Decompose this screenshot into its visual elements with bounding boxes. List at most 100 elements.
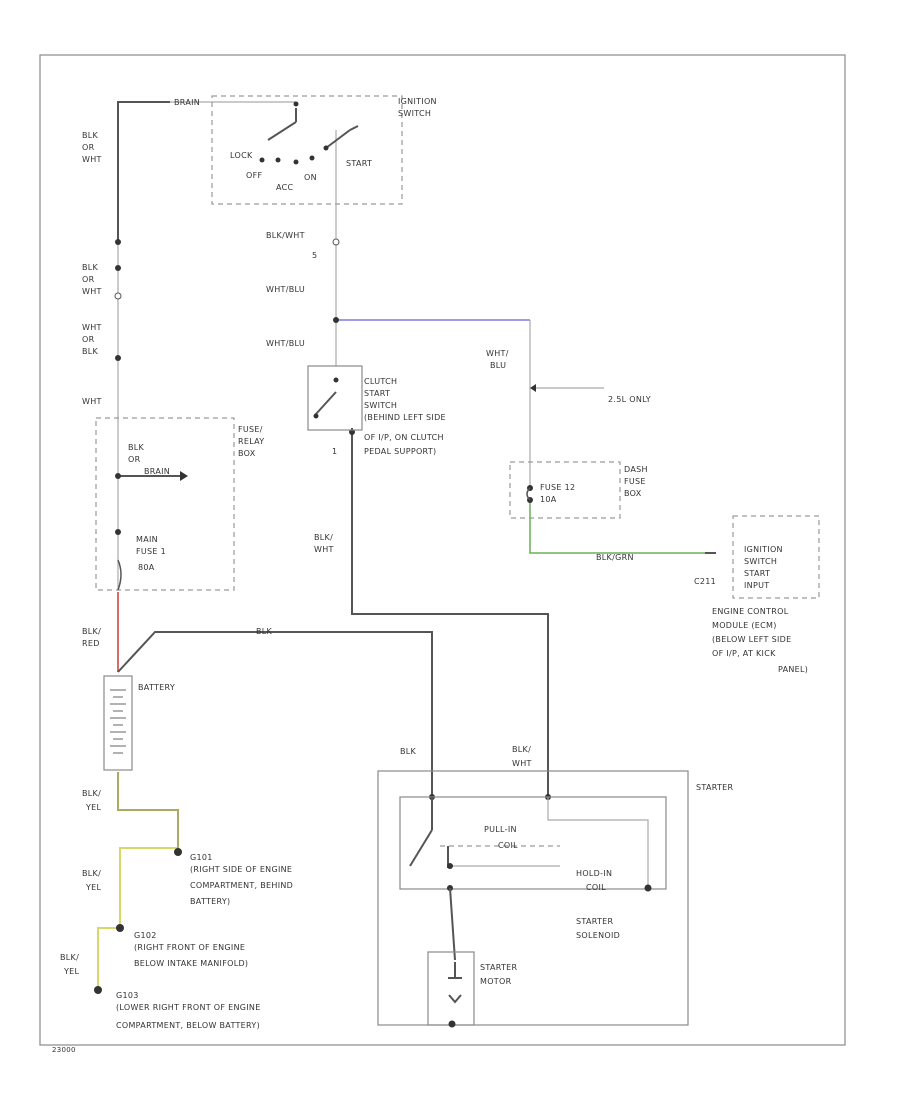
ignition-switch-blade <box>267 121 297 141</box>
wire-label-blk-yel-1b: YEL <box>85 803 102 812</box>
pos-acc: ACC <box>276 183 294 192</box>
battery-label: BATTERY <box>138 683 175 692</box>
clutch-label-5: OF I/P, ON CLUTCH <box>364 433 444 442</box>
wire-label-wht-or-blk-a: WHT <box>82 323 102 332</box>
main-fuse-label-3: 80A <box>138 563 155 572</box>
wire-label-blk-grn: BLK/GRN <box>596 553 634 562</box>
wire-label-blk-wht-top: BLK/WHT <box>266 231 305 240</box>
ground-g101-desc-3: BATTERY) <box>190 897 230 906</box>
fuse-relay-label-2: RELAY <box>238 437 265 446</box>
ignition-label-2: SWITCH <box>398 109 431 118</box>
hold-in-coil-label-1: HOLD-IN <box>576 869 612 878</box>
ecm-label-3: START <box>744 569 770 578</box>
wire-label-blk-or-brain-a: BLK <box>128 443 145 452</box>
fuse-relay-box <box>95 417 235 591</box>
ecm-location-5: PANEL) <box>778 665 808 674</box>
wire-label-blk-wht-left-b: WHT <box>314 545 334 554</box>
starter-solenoid-label-2: SOLENOID <box>576 931 620 940</box>
battery-cells <box>110 689 126 754</box>
wire-label-blk-yel-3b: YEL <box>63 967 80 976</box>
wire-blk-yel-2 <box>119 847 178 928</box>
ground-g101-desc-1: (RIGHT SIDE OF ENGINE <box>190 865 292 874</box>
wire-label-blk-or-wht-1a: BLK <box>82 131 99 140</box>
wire-label-wht-blu-2: WHT/BLU <box>266 339 305 348</box>
ground-g102-desc-1: (RIGHT FRONT OF ENGINE <box>134 943 245 952</box>
clutch-label-6: PEDAL SUPPORT) <box>364 447 436 456</box>
wire-to-motor <box>449 887 456 961</box>
wire-label-blk-red-a: BLK/ <box>82 627 101 636</box>
fuse-relay-label-1: FUSE/ <box>238 425 263 434</box>
wire-label-wht-or-blk-c: BLK <box>82 347 99 356</box>
start-blade <box>325 129 351 149</box>
wire-label-blk-red-b: RED <box>82 639 100 648</box>
wire-label-blk-or-brain-b: OR <box>128 455 141 464</box>
dash-fuse-label-2: FUSE <box>624 477 646 486</box>
ecm-box <box>732 515 820 599</box>
wire-label-blk-or-brain-c: BRAIN <box>144 467 170 476</box>
wire-label-wht-blu-3a: WHT/ <box>486 349 509 358</box>
wire-label-blk-or-wht-2a: BLK <box>82 263 99 272</box>
wire-label-blk-wht-starter-b: WHT <box>512 759 532 768</box>
arrow-left-icon <box>530 384 536 392</box>
ecm-location-4: OF I/P, AT KICK <box>712 649 776 658</box>
ground-g101-id: G101 <box>190 853 213 862</box>
main-fuse-label-1: MAIN <box>136 535 158 544</box>
connector-c211: C211 <box>694 577 716 586</box>
pos-off: OFF <box>246 171 262 180</box>
ignition-switch-box <box>211 95 403 205</box>
wire-label-blk-yel-2a: BLK/ <box>82 869 101 878</box>
footer-id: 23000 <box>52 1046 76 1054</box>
main-fuse-label-2: FUSE 1 <box>136 547 166 556</box>
clutch-start-switch-box <box>307 365 363 431</box>
ground-g101-desc-2: COMPARTMENT, BEHIND <box>190 881 293 890</box>
ecm-location-2: MODULE (ECM) <box>712 621 777 630</box>
ground-g102-desc-2: BELOW INTAKE MANIFOLD) <box>134 959 248 968</box>
starter-solenoid-box <box>399 796 667 890</box>
ground-g103-id: G103 <box>116 991 139 1000</box>
starter-box <box>377 770 689 1026</box>
wire-label-blk-top: BLK <box>256 627 273 636</box>
ecm-location-1: ENGINE CONTROL <box>712 607 789 616</box>
wire-label-blk-or-wht-1c: WHT <box>82 155 102 164</box>
wire-blk-wht-clutch-out <box>351 428 549 797</box>
starter-solenoid-label-1: STARTER <box>576 917 614 926</box>
wire-label-blk-or-wht-2c: WHT <box>82 287 102 296</box>
starter-motor-box <box>427 951 475 1026</box>
wire-blk-grn <box>529 500 705 554</box>
clutch-label-2: START <box>364 389 390 398</box>
off-contact <box>275 157 281 163</box>
clutch-label-4: (BEHIND LEFT SIDE <box>364 413 446 422</box>
wire-label-blk-or-wht-2b: OR <box>82 275 95 284</box>
pull-in-coil-label-1: PULL-IN <box>484 825 517 834</box>
dash-fuse-box <box>509 461 621 519</box>
clutch-switch-blade <box>315 391 337 415</box>
on-contact <box>309 155 315 161</box>
wire-battery-blk <box>117 631 433 797</box>
fuse-12-rating: 10A <box>540 495 557 504</box>
clutch-label-3: SWITCH <box>364 401 397 410</box>
ecm-label-1: IGNITION <box>744 545 783 554</box>
main-fuse-1 <box>117 559 122 591</box>
pull-in-coil-wire <box>547 797 649 888</box>
pin-label-1: 1 <box>332 447 337 456</box>
note-2-5l-only: 2.5L ONLY <box>608 395 651 404</box>
connector-pin <box>332 238 340 246</box>
ground-g102-id: G102 <box>134 931 157 940</box>
ground-g103 <box>94 986 102 994</box>
wire-label-blk-wht-starter-a: BLK/ <box>512 745 531 754</box>
wire-label-wht-blu-1: WHT/BLU <box>266 285 305 294</box>
starter-motor-label-2: MOTOR <box>480 977 512 986</box>
ignition-label-1: IGNITION <box>398 97 437 106</box>
ecm-label-4: INPUT <box>744 581 769 590</box>
wire-label-blk-starter: BLK <box>400 747 417 756</box>
diagram-frame <box>39 54 846 1046</box>
ecm-location-3: (BELOW LEFT SIDE <box>712 635 791 644</box>
ground-g103-desc-2: COMPARTMENT, BELOW BATTERY) <box>116 1021 260 1030</box>
wire-label-brain: BRAIN <box>174 98 200 107</box>
wire-label-blk-or-wht-1b: OR <box>82 143 95 152</box>
fuse-12-label: FUSE 12 <box>540 483 575 492</box>
pull-in-coil-label-2: COIL <box>498 841 518 850</box>
wire-label-wht: WHT <box>82 397 102 406</box>
arrow-icon <box>180 471 188 481</box>
